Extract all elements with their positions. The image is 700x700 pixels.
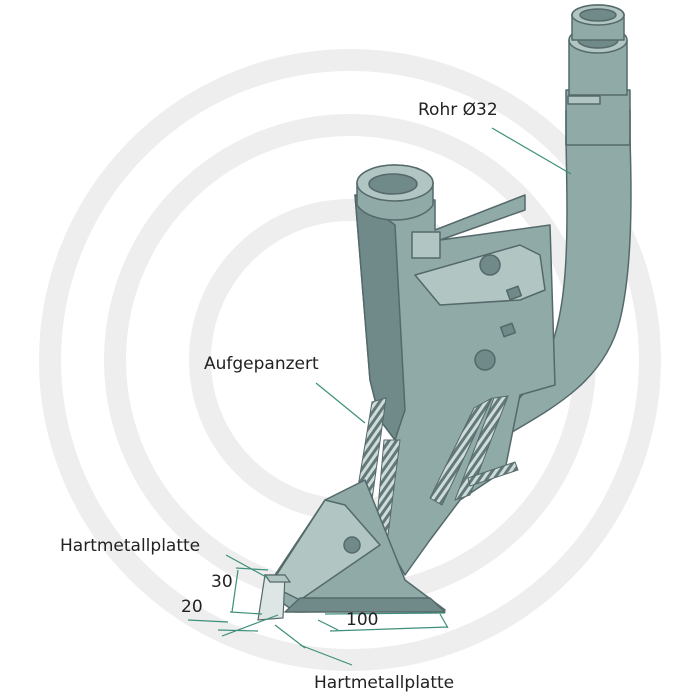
carbide-plate-top-label: Hartmetallplatte <box>60 536 201 556</box>
leader-lines <box>225 127 572 649</box>
dimension-lines <box>187 567 449 666</box>
tine-share <box>264 479 446 613</box>
carbide-plate-bottom-label: Hartmetallplatte <box>314 673 455 693</box>
pipe-label: Rohr Ø32 <box>418 100 498 120</box>
dimension-length-label: 100 <box>346 610 379 630</box>
dimension-height-label: 30 <box>211 572 233 592</box>
tine-body <box>354 164 556 576</box>
dimension-width-label: 20 <box>181 597 203 617</box>
pipe <box>419 4 632 481</box>
carbide-plate-tip <box>257 574 292 621</box>
armored-label: Aufgepanzert <box>204 354 319 374</box>
hardfacing-strips <box>354 395 519 536</box>
